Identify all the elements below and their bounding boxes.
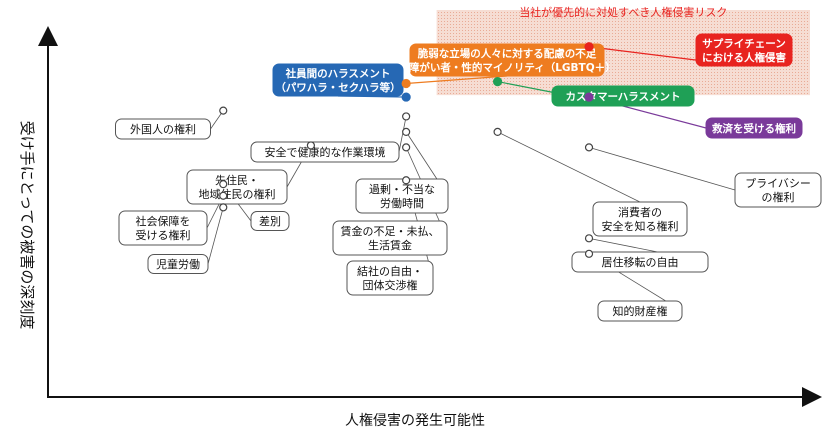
- point-label: 安全で健康的な作業環境: [265, 145, 386, 159]
- point-label-box: [355, 178, 449, 214]
- priority-zone-label: 当社が優先的に対処すべき人権侵害リスク: [519, 5, 727, 19]
- data-point: [584, 249, 594, 258]
- data-point: [306, 141, 315, 150]
- point-label: 児童労働: [156, 257, 200, 271]
- point-label: 知的財産権: [613, 304, 668, 318]
- point-label-box: [705, 117, 803, 139]
- point-label: 社員間のハラスメント（パワハラ・セクハラ等）: [275, 67, 400, 94]
- data-point: [402, 112, 411, 121]
- point-label: サプライチェーンにおける人権侵害: [702, 37, 786, 64]
- point-label-box: [250, 211, 290, 231]
- data-point: [584, 143, 594, 152]
- data-point: [402, 176, 411, 185]
- point-label-box: [409, 43, 605, 77]
- point-label-box: [186, 169, 288, 205]
- point-label-box: [147, 254, 209, 274]
- data-point: [584, 92, 594, 102]
- point-label: 居住移転の自由: [602, 255, 679, 269]
- data-point: [219, 191, 228, 200]
- x-axis-label: 人権侵害の発生可能性: [345, 412, 485, 429]
- y-axis-label: 受け手にとっての被害の深刻度: [18, 121, 36, 330]
- data-point: [402, 127, 411, 137]
- point-label: 社会保障を受ける権利: [136, 214, 191, 242]
- data-point: [219, 203, 228, 212]
- point-label: プライバシーの権利: [745, 177, 811, 204]
- connector-line: [406, 75, 508, 85]
- point-label-box: [571, 251, 709, 273]
- point-label-box: [115, 118, 211, 140]
- point-label-box: [597, 300, 683, 322]
- point-label-box: [272, 63, 404, 97]
- connector-line: [207, 207, 224, 265]
- point-label-box: [332, 220, 448, 256]
- point-label: 結社の自由・団体交渉権: [357, 264, 423, 292]
- point-label: カスタマーハラスメント: [565, 91, 680, 103]
- data-point: [219, 106, 228, 115]
- point-label-box: [695, 33, 793, 67]
- point-label-box: [592, 201, 688, 237]
- connector-line: [588, 147, 736, 191]
- data-point: [492, 76, 503, 87]
- point-label-box: [734, 172, 822, 208]
- data-point: [584, 42, 594, 52]
- point-label: 過剰・不当な労働時間: [369, 182, 435, 210]
- point-label: 救済を受ける権利: [712, 122, 796, 135]
- point-label: 消費者の安全を知る権利: [602, 205, 679, 233]
- data-point: [401, 78, 411, 89]
- point-label-box: [250, 141, 400, 163]
- point-label-box: [118, 210, 208, 246]
- point-label: 差別: [259, 214, 281, 228]
- point-label: 賃金の不足・未払、生活賃金: [341, 224, 440, 252]
- data-point: [402, 143, 411, 152]
- data-point: [493, 127, 502, 137]
- point-label-box: [346, 260, 434, 296]
- data-point: [219, 180, 228, 189]
- point-label: 脆弱な立場の人々に対する配慮の不足（障がい者・性的マイノリティ（LGBTQ＋）: [398, 47, 615, 74]
- point-label: 外国人の権利: [130, 122, 196, 136]
- data-point: [584, 234, 594, 243]
- connector-line: [497, 131, 641, 203]
- connector-line: [398, 116, 407, 153]
- data-point: [401, 92, 411, 102]
